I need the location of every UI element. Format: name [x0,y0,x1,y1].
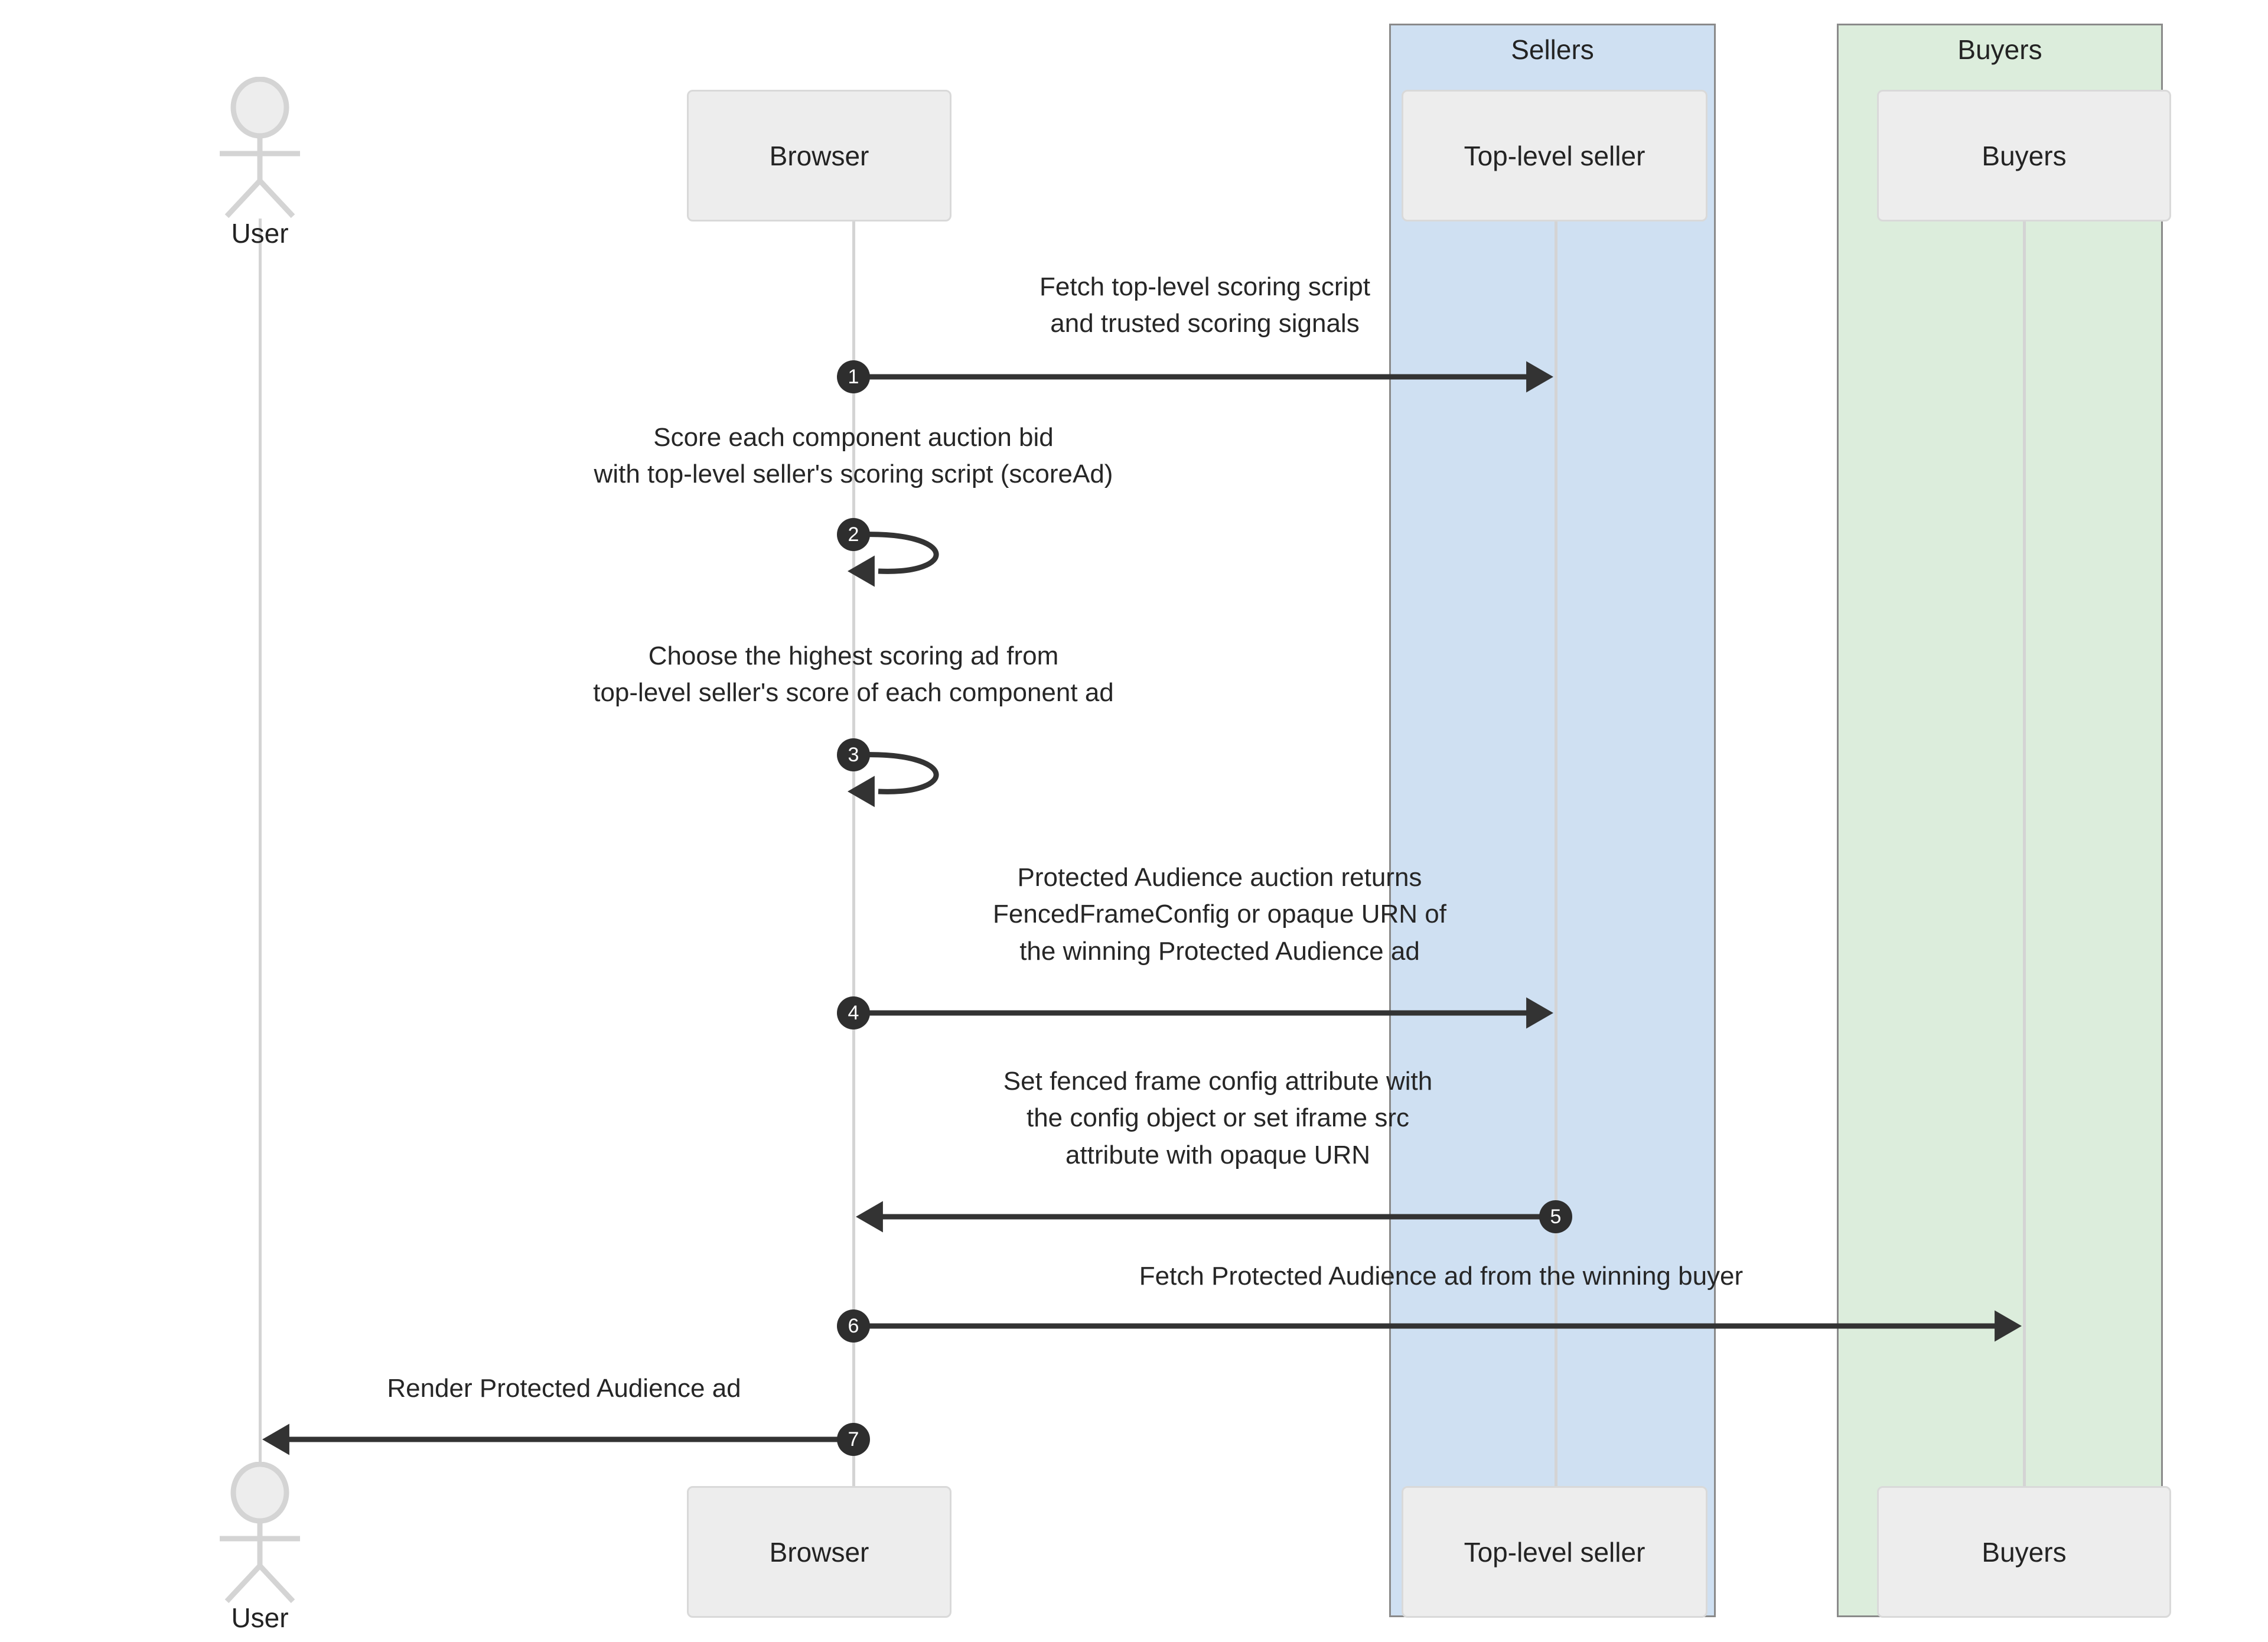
participant-box-buyers-bottom[interactable]: Buyers [1877,1486,2171,1618]
sequence-number-badge-6: 6 [837,1309,870,1343]
actor-label-user-bottom: User [231,1602,289,1633]
message-label-1: Fetch top-level scoring script and truste… [673,269,1736,343]
message-line: Set fenced frame config attribute with [1003,1067,1433,1096]
actor-figure-user-top [220,77,300,219]
message-line: Fetch top-level scoring script [1040,272,1370,301]
sequence-number-badge-4: 4 [837,996,870,1029]
sequence-number-badge-5: 5 [1539,1200,1572,1233]
participant-label-buyers-bottom: Buyers [1982,1536,2067,1568]
message-line: Choose the highest scoring ad from [648,641,1059,670]
sequence-number-badge-2: 2 [837,518,870,551]
participant-label-top-level-seller-top: Top-level seller [1464,140,1645,171]
lifeline-buyers [2023,221,2026,1486]
message-line: Render Protected Audience ad [387,1374,741,1403]
group-label-sellers: Sellers [1511,34,1594,65]
participant-box-top-level-seller-top[interactable]: Top-level seller [1402,90,1707,221]
actor-label-user-top: User [231,218,289,249]
message-label-2: Score each component auction bid with top… [322,419,1385,493]
group-label-buyers: Buyers [1957,34,2042,65]
message-label-5: Set fenced frame config attribute with th… [686,1063,1749,1174]
message-line: the winning Protected Audience ad [1019,936,1420,966]
participant-box-top-level-seller-bottom[interactable]: Top-level seller [1402,1486,1707,1618]
message-line: Protected Audience auction returns [1017,863,1422,892]
message-line: Score each component auction bid [653,423,1054,452]
message-line: FencedFrameConfig or opaque URN of [993,900,1446,929]
message-label-3: Choose the highest scoring ad from top-le… [322,638,1385,712]
participant-box-browser-top[interactable]: Browser [687,90,951,221]
sequence-number-badge-7: 7 [837,1423,870,1456]
message-line: top-level seller's score of each compone… [593,678,1114,708]
actor-figure-user-bottom [220,1462,300,1604]
sequence-number-badge-3: 3 [837,738,870,771]
message-line: and trusted scoring signals [1050,309,1360,338]
lifeline-browser [852,221,855,1486]
sequence-number-badge-1: 1 [837,360,870,393]
participant-box-browser-bottom[interactable]: Browser [687,1486,951,1618]
message-line: with top-level seller's scoring script (… [594,460,1113,489]
message-label-7: Render Protected Audience ad [32,1370,1096,1407]
participant-label-top-level-seller-bottom: Top-level seller [1464,1536,1645,1568]
lifeline-top-level-seller [1555,221,1557,1486]
participant-label-browser-bottom: Browser [769,1536,869,1568]
message-label-6: Fetch Protected Audience ad from the win… [910,1258,1973,1295]
message-line: attribute with opaque URN [1065,1140,1371,1169]
message-line: Fetch Protected Audience ad from the win… [1139,1262,1744,1291]
participant-label-buyers-top: Buyers [1982,140,2067,171]
participant-label-browser-top: Browser [769,140,869,171]
message-line: the config object or set iframe src [1026,1103,1410,1133]
group-box-sellers: Sellers [1389,24,1716,1617]
lifeline-user [259,219,262,1462]
group-box-buyers: Buyers [1837,24,2163,1617]
participant-box-buyers-top[interactable]: Buyers [1877,90,2171,221]
